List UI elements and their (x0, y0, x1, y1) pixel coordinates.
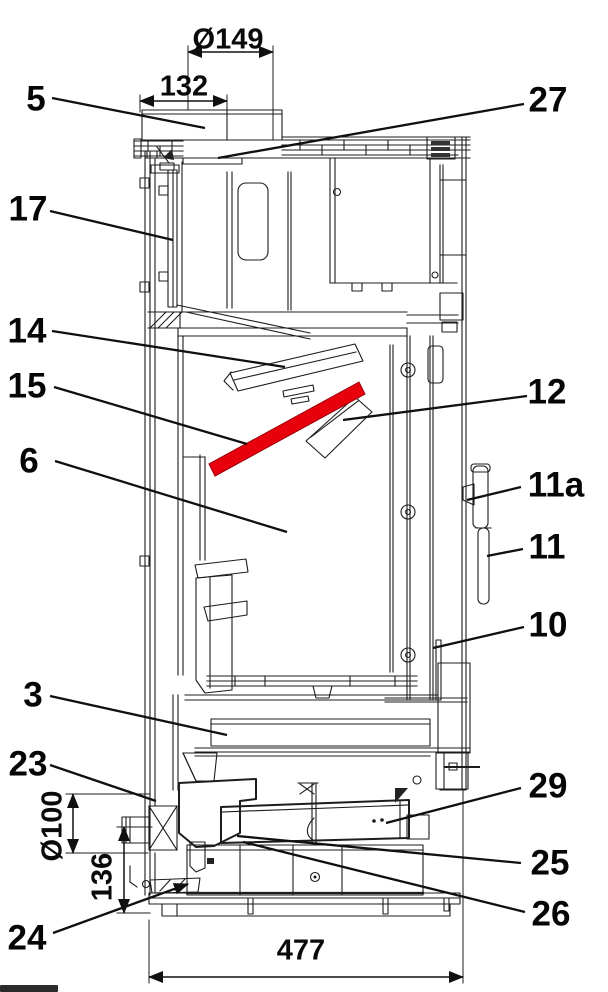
callout-10: 10 (432, 606, 568, 650)
callout-leader-6 (54, 459, 288, 534)
callout-label-23: 23 (9, 745, 48, 784)
inner-box (329, 157, 431, 284)
callout-leader-15 (53, 385, 248, 446)
dimension-label-136: 136 (86, 853, 118, 901)
callout-leader-11a (466, 485, 522, 502)
callout-leader-27 (217, 102, 525, 160)
callout-leader-23 (49, 763, 157, 803)
inspection-cutout (237, 182, 269, 261)
callout-label-14: 14 (8, 312, 47, 351)
upper-chamber (158, 157, 458, 340)
callout-15: 15 (8, 367, 248, 446)
handle-mount (462, 483, 475, 506)
callout-6: 6 (19, 442, 288, 534)
callout-leader-11 (486, 547, 524, 558)
callout-leader-24 (52, 882, 189, 935)
callout-label-27: 27 (529, 81, 568, 120)
callout-label-3: 3 (23, 676, 42, 715)
callout-5: 5 (26, 80, 206, 130)
damper-bar (146, 146, 243, 174)
door-screw (400, 647, 416, 663)
callout-3: 3 (23, 676, 228, 737)
callout-label-24: 24 (8, 919, 47, 958)
callout-11: 11 (486, 528, 566, 567)
ash-pan (220, 799, 410, 844)
baffle-plate-lower (305, 396, 373, 459)
base-slab-3 (210, 718, 431, 747)
ash-pan-area (178, 778, 430, 848)
door-glass (389, 344, 394, 673)
leveling-foot (129, 865, 201, 894)
annotations-layer: 5 27 17 14 15 6 12 11a 11 10 3 23 29 25 26 24 Ø149 132Ø10… (8, 23, 585, 983)
baffle-plate-upper (223, 343, 364, 405)
callout-14: 14 (8, 312, 286, 369)
grate-and-base (172, 675, 480, 791)
callout-label-29: 29 (529, 767, 568, 806)
handle-rod-11 (477, 527, 490, 605)
dimension-label-Ø100: Ø100 (36, 791, 68, 862)
door-screw (400, 504, 416, 520)
firebox-lining-left (183, 454, 249, 694)
callout-23: 23 (9, 745, 157, 803)
door-screw (400, 362, 416, 378)
dimension-label-Ø149: Ø149 (193, 23, 264, 55)
firebox (177, 335, 471, 754)
callout-25: 25 (236, 834, 570, 883)
grate-shaker-notch (312, 685, 333, 699)
highlighted-part-15 (208, 381, 366, 477)
cropped-watermark (0, 985, 58, 992)
grate-shaker-rod (297, 782, 319, 844)
firebox-top-shelf (147, 311, 459, 337)
callout-leader-29 (385, 786, 522, 825)
callout-label-12: 12 (528, 373, 567, 412)
callout-12: 12 (342, 373, 567, 422)
air-inlet-spigot (121, 805, 178, 851)
callout-label-26: 26 (532, 895, 571, 934)
right-outer-wall (431, 136, 467, 791)
callout-label-11: 11 (529, 528, 566, 567)
dimension-Ø149: Ø149 (187, 23, 274, 58)
dimension-132: 132 (139, 70, 228, 107)
callout-17: 17 (9, 190, 174, 242)
callout-leader-26 (242, 840, 526, 914)
dimension-477: 477 (148, 934, 464, 983)
base-plates (129, 865, 461, 917)
callout-leader-3 (49, 694, 228, 737)
callout-26: 26 (242, 840, 571, 934)
callout-label-25: 25 (531, 844, 570, 883)
callout-label-10: 10 (529, 606, 568, 645)
flue-collar (141, 109, 283, 141)
callout-label-11a: 11a (528, 466, 585, 505)
callout-label-6: 6 (19, 442, 38, 481)
callout-leader-5 (51, 96, 206, 130)
callout-leader-17 (49, 209, 174, 242)
callout-label-5: 5 (26, 80, 45, 119)
ash-lip-bracket (178, 778, 257, 848)
dimension-136: 136 (86, 826, 130, 914)
callout-label-15: 15 (8, 367, 47, 406)
callout-leader-12 (342, 394, 528, 422)
callout-leader-10 (432, 625, 525, 650)
door-handle (462, 463, 492, 605)
callout-leader-14 (51, 329, 286, 369)
door-frame (384, 335, 471, 754)
callout-27: 27 (217, 81, 568, 160)
dimension-label-477: 477 (277, 934, 325, 966)
callout-29: 29 (385, 767, 568, 825)
dimension-Ø100: Ø100 (36, 791, 79, 862)
left-outer-wall (139, 151, 156, 896)
callout-11a: 11a (466, 466, 585, 505)
callout-label-17: 17 (9, 190, 48, 229)
callout-leader-25 (236, 834, 522, 865)
dimension-label-132: 132 (160, 70, 208, 102)
